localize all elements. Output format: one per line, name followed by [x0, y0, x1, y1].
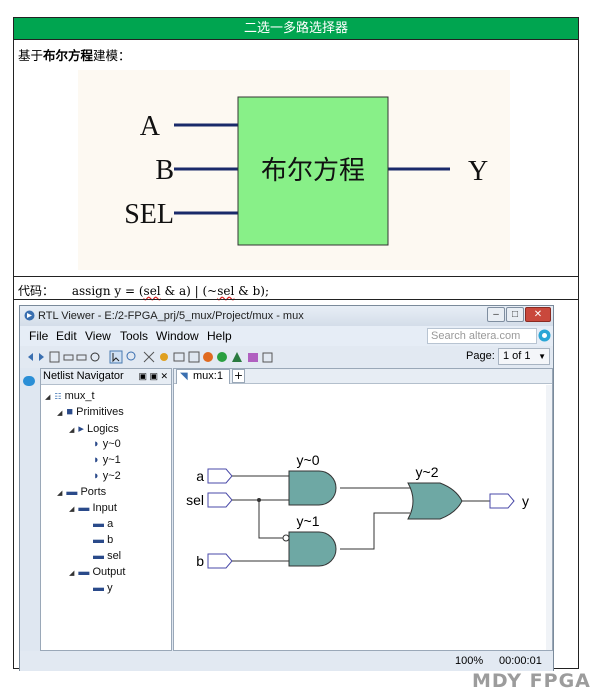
- wire: [340, 512, 410, 550]
- input-b-label: B: [155, 155, 174, 186]
- and-gate-y1[interactable]: [288, 531, 337, 567]
- page-icon: [49, 351, 60, 363]
- toolbar: Page:: [20, 346, 553, 368]
- document-table: 二选一多路选择器 基于布尔方程建模： 布尔方程 A B SEL Y 代码： as…: [13, 17, 579, 669]
- inverter-bubble: [282, 534, 290, 542]
- add-tab-button[interactable]: +: [232, 369, 245, 383]
- tab-mux[interactable]: ◥ mux:1: [176, 369, 230, 384]
- schematic-canvas[interactable]: ◥ mux:1 + a sel b y~0: [173, 368, 553, 651]
- search-icon[interactable]: [538, 329, 551, 342]
- zoom-icon: [126, 351, 136, 361]
- boolean-block: [237, 96, 389, 246]
- and-gate-y0[interactable]: [288, 470, 337, 506]
- menu-view[interactable]: View: [85, 329, 111, 343]
- pin-a[interactable]: [207, 468, 233, 484]
- doc-title: 二选一多路选择器: [14, 18, 578, 40]
- pin-y[interactable]: [489, 493, 515, 509]
- tree-logic-item[interactable]: ◗ y~0: [93, 438, 121, 450]
- menu-window[interactable]: Window: [156, 329, 199, 343]
- tree-logic-item[interactable]: ◗ y~1: [93, 454, 121, 466]
- chevron-down-icon: ▼: [538, 352, 546, 361]
- expand-icon: [76, 354, 87, 361]
- or-gate-y2[interactable]: [407, 482, 463, 520]
- pin-b[interactable]: [207, 553, 233, 569]
- pin-a-label: a: [196, 468, 204, 484]
- divider: [14, 276, 578, 277]
- boolean-diagram: 布尔方程 A B SEL Y: [78, 70, 510, 270]
- output-y-label: Y: [468, 156, 488, 187]
- tree-ports[interactable]: ◢▬ Ports: [57, 486, 107, 498]
- gear-icon: [217, 352, 227, 362]
- schematic-icon: ◥: [180, 371, 188, 382]
- tree-input-item[interactable]: ▬ sel: [93, 550, 122, 562]
- tree-output[interactable]: ◢▬ Output: [69, 566, 126, 578]
- navigator-header: Netlist Navigator ▣ ▣ ✕: [41, 369, 171, 385]
- gate-y2-label: y~2: [416, 464, 439, 480]
- wire: [258, 500, 284, 539]
- panel-controls-icon[interactable]: ▣ ▣ ✕: [138, 371, 168, 381]
- input-sel-label: SEL: [124, 199, 174, 230]
- pin-y-label: y: [522, 493, 529, 509]
- pin-sel-label: sel: [186, 492, 204, 508]
- boolean-diagram-svg: 布尔方程 A B SEL Y: [124, 96, 488, 246]
- page-label: Page:: [466, 350, 495, 362]
- menu-file[interactable]: File: [29, 329, 49, 343]
- tab-bar: ◥ mux:1 +: [174, 369, 552, 384]
- window-titlebar[interactable]: RTL Viewer - E:/2-FPGA_prj/5_mux/Project…: [20, 306, 553, 326]
- chat-icon[interactable]: [23, 376, 35, 386]
- code-line: 代码： assign y = (sel & a) | (~sel & b);: [18, 284, 270, 298]
- fit-icon: [143, 351, 155, 363]
- window-title: RTL Viewer - E:/2-FPGA_prj/5_mux/Project…: [38, 310, 304, 322]
- export-icon: [248, 353, 258, 362]
- tree-logics[interactable]: ◢▸ Logics: [69, 423, 119, 435]
- back-icon: [28, 353, 33, 361]
- model-label: 基于布尔方程建模：: [18, 48, 131, 63]
- input-a-label: A: [140, 111, 161, 142]
- scrollbar[interactable]: [546, 385, 552, 650]
- menu-tools[interactable]: Tools: [120, 329, 149, 343]
- divider: [14, 299, 578, 300]
- forward-icon: [39, 353, 44, 361]
- text-icon: [173, 352, 185, 362]
- collapse-icon: [63, 354, 74, 361]
- close-button[interactable]: ✕: [525, 307, 551, 322]
- elapsed-time: 00:00:01: [499, 655, 542, 667]
- junction: [257, 498, 261, 502]
- menu-help[interactable]: Help: [207, 329, 232, 343]
- filter-icon: [188, 351, 200, 363]
- watermark: MDY FPGA: [472, 670, 591, 692]
- menu-bar: File Edit View Tools Window Help: [20, 326, 553, 346]
- gate-y1-label: y~1: [297, 513, 320, 529]
- tree-logic-item[interactable]: ◗ y~2: [93, 470, 121, 482]
- gate-y0-label: y~0: [297, 452, 320, 468]
- zoom-level: 100%: [455, 655, 484, 667]
- code-text: assign y = (sel & a) | (~sel & b);: [71, 284, 270, 298]
- cube-icon: [203, 352, 213, 362]
- block-label: 布尔方程: [261, 156, 365, 186]
- page-select[interactable]: 1 of 1 ▼: [498, 348, 550, 365]
- tree-input-item[interactable]: ▬ b: [93, 534, 114, 546]
- maximize-button[interactable]: □: [506, 307, 524, 322]
- tree-output-item[interactable]: ▬ y: [93, 582, 113, 594]
- search-input[interactable]: Search altera.com: [427, 328, 537, 344]
- status-bar: 100% 00:00:01: [20, 651, 553, 671]
- toolbar-icons: [28, 350, 273, 364]
- menu-edit[interactable]: Edit: [56, 329, 77, 343]
- tree-input-item[interactable]: ▬ a: [93, 518, 114, 530]
- schematic-svg: a sel b y~0 y~1 y~2: [186, 452, 529, 569]
- tree-primitives[interactable]: ◢■ Primitives: [57, 406, 124, 418]
- pin-sel[interactable]: [207, 492, 233, 508]
- hierarchy-icon: [232, 352, 242, 362]
- netlist-navigator: Netlist Navigator ▣ ▣ ✕ ◢☷ mux_t ◢■ Prim…: [40, 368, 172, 651]
- minimize-button[interactable]: –: [487, 307, 505, 322]
- app-icon: [24, 310, 35, 321]
- select-tool-icon: [109, 350, 123, 364]
- rtl-viewer-window: RTL Viewer - E:/2-FPGA_prj/5_mux/Project…: [19, 305, 554, 671]
- pin-b-label: b: [196, 553, 204, 569]
- hand-icon: [160, 353, 168, 361]
- binoculars-icon: [90, 352, 100, 362]
- tree-root[interactable]: ◢☷ mux_t: [45, 390, 95, 402]
- tree-input[interactable]: ◢▬ Input: [69, 502, 117, 514]
- print-icon: [262, 352, 273, 363]
